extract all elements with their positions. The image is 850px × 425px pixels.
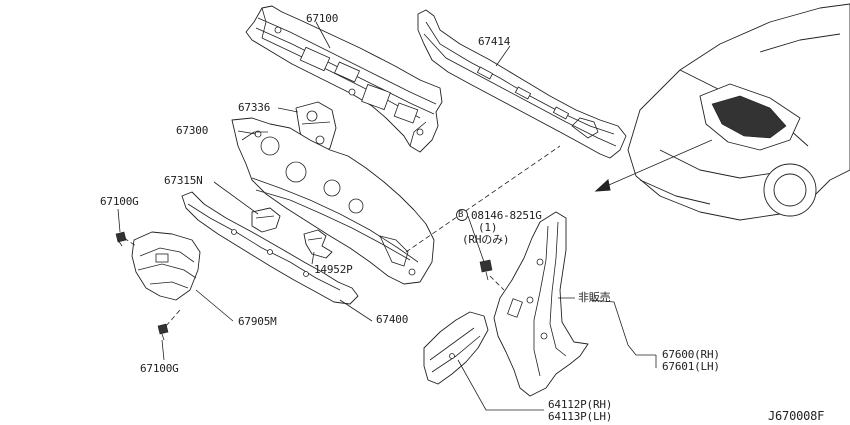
assembly-line-dash-panel (405, 145, 561, 253)
label-67315N: 67315N (164, 174, 203, 187)
label-67905M: 67905M (238, 315, 277, 328)
car-overview (627, 3, 850, 221)
pillar-panel-67600 (493, 211, 589, 397)
cowl-top-panel-67100 (245, 5, 443, 153)
label-67100: 67100 (306, 12, 339, 25)
label-14952P: 14952P (314, 263, 353, 276)
bracket-14952P (303, 229, 333, 259)
label-67601: 67601(LH) (662, 360, 720, 373)
label-67600: 67600(RH) (662, 348, 720, 361)
label-67100G-top: 67100G (100, 195, 139, 208)
reinforcement-64112P (423, 311, 489, 385)
label-67100G-bottom: 67100G (140, 362, 179, 375)
assembly-line-bolt (489, 275, 505, 291)
dash-panel-67300 (231, 117, 435, 285)
cowl-bar-67414 (417, 9, 627, 159)
label-67414: 67414 (478, 35, 511, 48)
label-67336: 67336 (238, 101, 271, 114)
label-bolt-note: (RHのみ) (462, 233, 510, 246)
label-67400: 67400 (376, 313, 409, 326)
cross-member-67400 (181, 191, 359, 305)
label-bolt-qty: (1) (478, 221, 498, 234)
bolt-08146-8251G (479, 259, 493, 281)
bolt-marker-letter: B (458, 210, 464, 220)
label-64113P: 64113P(LH) (548, 410, 613, 423)
insulator-67905M (131, 231, 201, 301)
insulator-67315N (251, 207, 281, 233)
clip-67100G-top (115, 231, 127, 247)
label-67300: 67300 (176, 124, 209, 137)
bolt-marker-circle (456, 209, 468, 221)
label-bolt-code: 08146-8251G (471, 209, 542, 222)
diagram-code: J670008F (768, 409, 825, 423)
pointer-arrow (594, 139, 713, 192)
label-not-for-sale: 非販売 (578, 291, 611, 304)
leader-lines (117, 21, 657, 411)
clip-67100G-bottom (157, 323, 169, 341)
label-64112P: 64112P(RH) (548, 398, 613, 411)
